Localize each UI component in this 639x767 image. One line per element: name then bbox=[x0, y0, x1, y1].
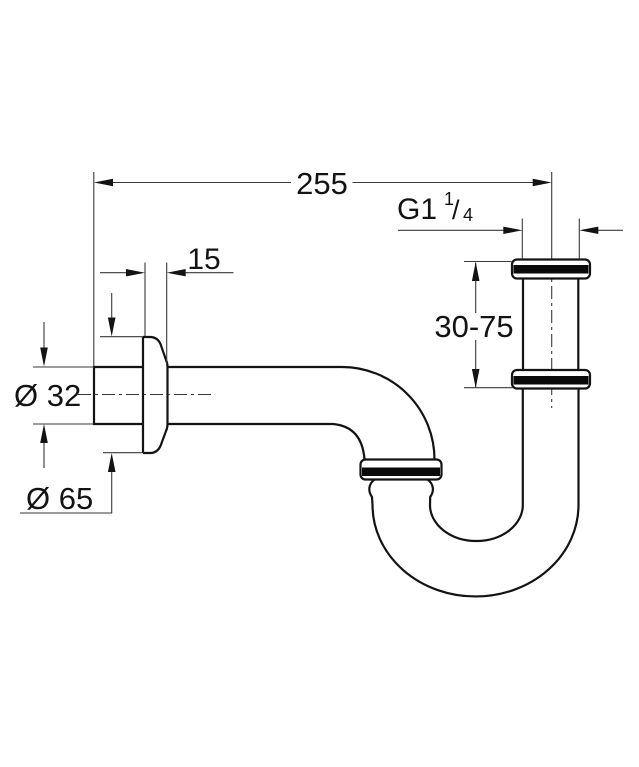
dim-label-g1-quarter: G1 1 / 4 bbox=[397, 189, 473, 226]
horizontal-pipe-bottom-edge bbox=[167, 422, 366, 460]
dimension-15: 15 bbox=[100, 243, 234, 364]
dim-dia65-stems-leader bbox=[20, 293, 113, 514]
dim-dia32-arrow-down bbox=[40, 347, 48, 367]
dim-30-75-arrow-down bbox=[471, 369, 480, 388]
dimension-dia-32: Ø 32 bbox=[14, 322, 94, 468]
dimension-g1-quarter: G1 1 / 4 bbox=[397, 189, 623, 259]
pipe-outline bbox=[92, 278, 580, 598]
trap-outer-wall bbox=[368, 388, 580, 598]
dim-dia65-extensions bbox=[100, 336, 143, 454]
dim-255-arrow-left bbox=[94, 178, 113, 187]
dim-label-255: 255 bbox=[296, 166, 348, 201]
dimension-dia-65: Ø 65 bbox=[20, 293, 143, 516]
dim-label-dia-32: Ø 32 bbox=[14, 378, 81, 413]
dim-15-extensions bbox=[144, 262, 168, 364]
inlet-nut-top-band bbox=[513, 265, 589, 274]
trap-union-nut bbox=[359, 458, 443, 481]
dim-dia65-arrow-up bbox=[107, 453, 116, 472]
dim-30-75-extensions bbox=[464, 260, 513, 389]
dim-dia32-arrow-up bbox=[40, 424, 48, 443]
wall-pipe-stub bbox=[92, 365, 143, 426]
dim-g1-arrow-right bbox=[579, 226, 599, 234]
wall-flange bbox=[141, 335, 169, 455]
inlet-nut-bottom-band bbox=[513, 376, 589, 385]
dim-15-arrow-left bbox=[126, 269, 145, 277]
dim-dia32-extensions bbox=[33, 366, 94, 425]
dim-label-15: 15 bbox=[187, 243, 220, 276]
horizontal-pipe-top-edge bbox=[167, 365, 436, 460]
dim-g1-extensions bbox=[521, 218, 580, 259]
inlet-nut-top bbox=[510, 258, 592, 280]
trap-union-nut-band bbox=[362, 467, 440, 476]
dim-30-75-arrow-up bbox=[471, 262, 480, 281]
dimension-255: 255 bbox=[93, 166, 552, 366]
inlet-nut-bottom bbox=[510, 368, 592, 390]
dim-255-arrow-right bbox=[532, 178, 552, 187]
trap-inner-wall bbox=[426, 388, 524, 543]
dim-15-arrow-right bbox=[166, 269, 186, 277]
centerlines bbox=[78, 172, 553, 408]
dim-g1-arrow-left bbox=[503, 226, 523, 234]
dimension-30-75: 30-75 bbox=[434, 260, 514, 389]
dim-label-dia-65: Ø 65 bbox=[26, 481, 93, 516]
dim-dia65-arrow-down bbox=[107, 317, 116, 337]
dim-label-30-75: 30-75 bbox=[434, 309, 513, 344]
inlet-tube-walls bbox=[521, 278, 580, 370]
